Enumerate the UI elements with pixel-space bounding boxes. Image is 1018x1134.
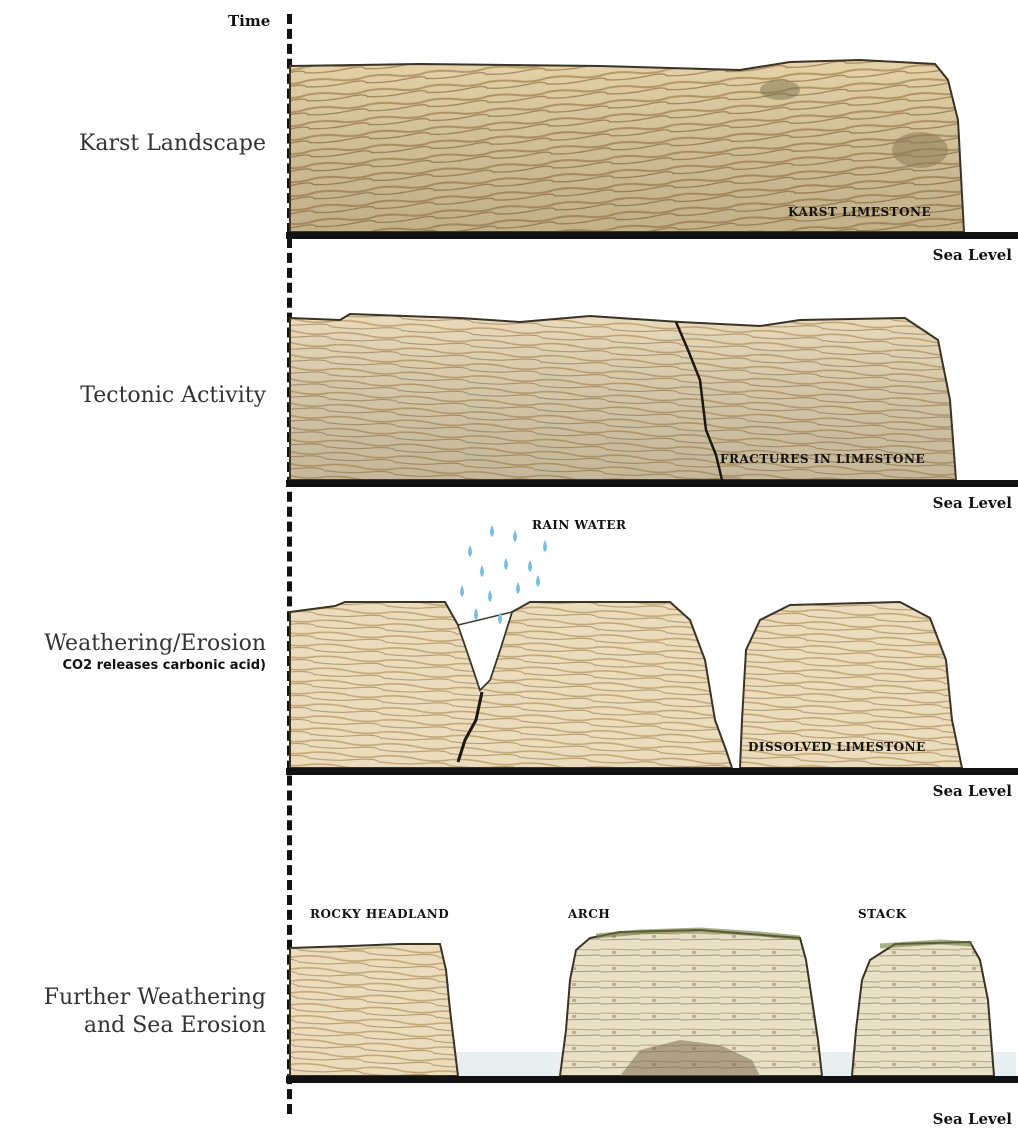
sea-level-label-4: Sea Level xyxy=(933,1110,1012,1128)
sea-level-label-1: Sea Level xyxy=(933,246,1012,264)
label-karst-limestone: KARST LIMESTONE xyxy=(788,205,931,219)
label-dissolved-limestone: DISSOLVED LIMESTONE xyxy=(748,740,926,754)
label-fractures: FRACTURES IN LIMESTONE xyxy=(720,452,925,466)
label-rocky-headland: ROCKY HEADLAND xyxy=(310,907,449,921)
sea-level-label-3: Sea Level xyxy=(933,782,1012,800)
stage-title-line1: Further Weathering xyxy=(44,984,266,1012)
label-stack: STACK xyxy=(858,907,907,921)
sea-level-line-1 xyxy=(286,232,1018,239)
stage-label-weathering: Weathering/Erosion CO2 releases carbonic… xyxy=(44,630,266,674)
stage-label-tectonic: Tectonic Activity xyxy=(80,382,266,410)
stage-label-karst: Karst Landscape xyxy=(79,130,266,158)
stage-label-further: Further Weathering and Sea Erosion xyxy=(44,984,266,1039)
stack xyxy=(852,942,994,1076)
sea-level-label-2: Sea Level xyxy=(933,494,1012,512)
rocky-headland xyxy=(290,944,458,1076)
stage-title-line2: and Sea Erosion xyxy=(44,1012,266,1040)
label-arch: ARCH xyxy=(568,907,610,921)
weathered-limestone-left xyxy=(290,602,732,768)
sea-level-line-3 xyxy=(286,768,1018,775)
label-rain-water: RAIN WATER xyxy=(532,518,626,532)
stage-subtitle: CO2 releases carbonic acid) xyxy=(44,658,266,674)
arch xyxy=(560,930,822,1076)
sea-level-line-4 xyxy=(286,1076,1018,1083)
sea-level-line-2 xyxy=(286,480,1018,487)
stage-title: Weathering/Erosion xyxy=(44,630,266,658)
